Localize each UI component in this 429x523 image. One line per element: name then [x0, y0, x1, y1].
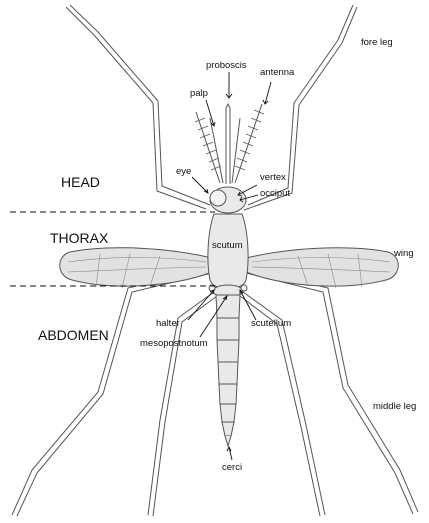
head-section-label: HEAD — [61, 174, 100, 190]
antenna-label: antenna — [260, 67, 295, 78]
palp-label: palp — [190, 88, 208, 99]
scutellum-label: scutellum — [251, 318, 291, 329]
middle-leg-label: middle leg — [373, 401, 416, 412]
head-appendages — [195, 104, 264, 184]
wing-label: wing — [393, 248, 414, 259]
right-middle-leg — [246, 268, 418, 512]
thorax-section-label: THORAX — [50, 230, 109, 246]
abdomen — [216, 295, 240, 436]
eye-label: eye — [176, 166, 191, 177]
cerci-tip — [225, 436, 231, 446]
proboscis — [226, 104, 230, 184]
occiput-label: occiput — [260, 188, 290, 199]
eye — [210, 190, 226, 206]
mesopostnotum-label: mesopostnotum — [140, 338, 208, 349]
vertex-label: vertex — [260, 172, 286, 183]
right-wing — [246, 248, 398, 286]
proboscis-label: proboscis — [206, 60, 247, 71]
cerci-label: cerci — [222, 462, 242, 473]
left-wing — [60, 248, 212, 286]
scutum-label: scutum — [212, 240, 243, 251]
abdomen-section-label: ABDOMEN — [38, 327, 109, 343]
right-antenna — [235, 104, 262, 183]
left-middle-leg — [12, 268, 212, 515]
thorax — [208, 214, 248, 289]
halter-label: halter — [156, 318, 180, 329]
fore-leg-label: fore leg — [361, 37, 393, 48]
